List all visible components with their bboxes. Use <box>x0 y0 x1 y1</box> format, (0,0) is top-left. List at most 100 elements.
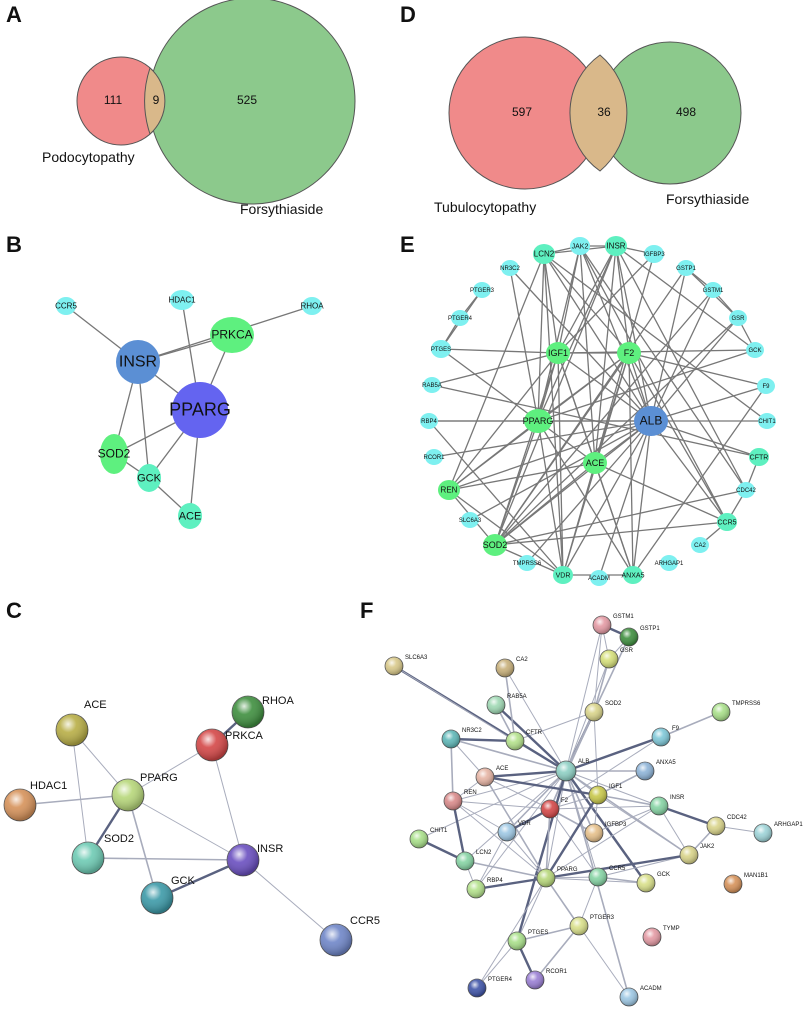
edge-insr-igfbp3 <box>593 805 660 834</box>
edge-alb-insr <box>615 245 652 422</box>
node-label-gck: GCK <box>748 348 761 354</box>
edge-alb-rcor1 <box>433 420 652 458</box>
edge-jak2-ccr5 <box>597 854 690 878</box>
node-gstp1 <box>677 260 695 276</box>
node-gloss-ccr5 <box>320 924 352 956</box>
edge-sod2-gsr <box>494 317 739 546</box>
node-label-acadm: ACADM <box>640 986 662 992</box>
node-vdr <box>553 566 573 584</box>
node-label-f9: F9 <box>672 726 680 732</box>
node-gloss-ace <box>476 768 494 786</box>
node-gloss-sod2 <box>72 842 104 874</box>
panel-label-e: E <box>400 232 415 257</box>
node-label-pparg: PPARG <box>557 867 578 873</box>
node-gloss-ccr5 <box>589 868 607 886</box>
node-gloss-tmprss6 <box>712 703 730 721</box>
node-gloss-alb <box>556 761 576 781</box>
venn-d-overlap <box>569 54 628 172</box>
node-gloss-rcor1 <box>526 971 544 989</box>
edge-ace-igf1 <box>484 775 599 797</box>
edge-igf1-lcn2 <box>543 253 559 354</box>
edge-alb-ca2 <box>504 667 567 772</box>
venn-a-left-label: Podocytopathy <box>42 149 135 165</box>
node-prkca <box>210 317 254 353</box>
node-label-ren: REN <box>441 486 458 495</box>
edge-insr-pparg <box>545 805 660 879</box>
node-label-cdc42: CDC42 <box>727 815 747 821</box>
edge-f2-ccr5 <box>549 808 599 878</box>
edge-chit1-lcn2 <box>543 253 768 422</box>
node-label-cdc42: CDC42 <box>736 488 756 494</box>
edge-f2-insr <box>549 805 660 810</box>
node-gsr <box>729 310 747 326</box>
node-gloss-cftr <box>506 732 524 750</box>
node-ptges <box>431 340 451 358</box>
edge-ren-nr3c2 <box>450 738 454 802</box>
node-slc6a3 <box>461 512 479 528</box>
node-label-igf1: IGF1 <box>609 784 623 790</box>
edge-igf1-insr <box>597 794 660 807</box>
edge-nr3c2-cftr <box>450 737 516 743</box>
edge-ptger3-rcor1 <box>534 925 580 981</box>
node-label-gsr: GSR <box>731 316 745 322</box>
node-label-man1b1: MAN1B1 <box>744 873 769 879</box>
node-label-igfbp3: IGFBP3 <box>605 822 627 828</box>
node-label-insr: INSR <box>257 843 283 855</box>
node-label-igf1: IGF1 <box>548 348 568 358</box>
node-label-jak2: JAK2 <box>572 243 589 250</box>
edge-pparg-insr <box>537 245 617 422</box>
node-gloss-insr <box>650 797 668 815</box>
panel-label-c: C <box>6 598 22 623</box>
node-label-sod2: SOD2 <box>605 701 622 707</box>
node-label-sod2: SOD2 <box>104 833 134 845</box>
node-f9 <box>757 378 775 394</box>
node-gloss-lcn2 <box>456 852 474 870</box>
node-gloss-sod2 <box>585 703 603 721</box>
node-label-pparg: PPARG <box>523 416 554 426</box>
edge-lcn2-vdr <box>543 253 564 576</box>
node-label-gstp1: GSTP1 <box>676 266 696 272</box>
node-label-ace: ACE <box>496 766 508 772</box>
node-gloss-ptger3 <box>570 917 588 935</box>
node-sod2 <box>483 534 507 556</box>
edge-sod2-igf1 <box>593 711 599 796</box>
venn-a-left-count: 111 <box>104 93 123 107</box>
edge-jak2-cdc42 <box>579 245 747 491</box>
edge-ptges-ptger3 <box>516 925 580 942</box>
node-ccr5 <box>56 297 76 315</box>
node-label-gstm1: GSTM1 <box>703 288 724 294</box>
node-gloss-arhgap1 <box>754 824 772 842</box>
netF-edges <box>393 623 764 998</box>
node-gloss-gck <box>141 882 173 914</box>
node-label-alb: ALB <box>578 759 589 765</box>
node-label-rcor1: RCOR1 <box>423 455 445 461</box>
venn-a-overlap-count: 9 <box>153 93 160 107</box>
node-gloss-chit1 <box>410 830 428 848</box>
node-label-anxa5: ANXA5 <box>656 760 676 766</box>
edge-pparg-ren <box>448 420 539 491</box>
panel-label-d: D <box>400 2 416 27</box>
node-gloss-hdac1 <box>4 789 36 821</box>
edge-prkca-insr <box>211 744 244 861</box>
node-label-prkca: PRKCA <box>225 730 264 742</box>
node-label-gck: GCK <box>657 872 670 878</box>
edge-pparg-lcn2 <box>464 860 547 879</box>
node-pparg <box>524 409 552 433</box>
node-ren <box>438 480 460 500</box>
node-label-lcn2: LCN2 <box>476 850 492 856</box>
node-gloss-pparg <box>112 779 144 811</box>
node-label-jak2: JAK2 <box>700 844 715 850</box>
edge-alb-gstm1 <box>650 289 714 422</box>
panel-label-b: B <box>6 232 22 257</box>
node-label-rcor1: RCOR1 <box>546 969 568 975</box>
edge-igf1-insr <box>557 245 617 354</box>
node-label-f2: F2 <box>561 798 569 804</box>
edge-pparg-nr3c2 <box>509 267 539 422</box>
node-label-pparg: PPARG <box>169 399 231 419</box>
node-gloss-jak2 <box>680 846 698 864</box>
edge-ace-insr <box>594 245 617 464</box>
